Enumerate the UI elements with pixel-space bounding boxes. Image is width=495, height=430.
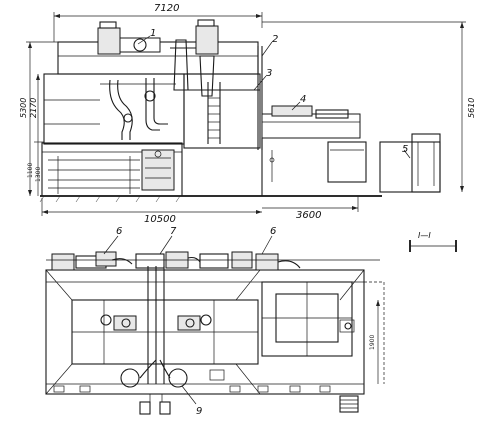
elevation-view xyxy=(26,12,466,216)
section-mark-lines xyxy=(409,240,457,252)
foundation-pit xyxy=(41,142,183,197)
plan-extension xyxy=(364,281,385,384)
plan-view xyxy=(45,235,457,415)
dim-low-height-a: 1100 xyxy=(27,163,34,178)
callout-1: 1 xyxy=(150,28,156,39)
leader-lines-plan xyxy=(103,235,273,405)
plan-bottom-rail xyxy=(53,385,331,393)
callout-5: 5 xyxy=(402,144,408,155)
callout-6-right: 6 xyxy=(270,226,276,237)
dim-overall-length: 10500 xyxy=(144,214,176,225)
callout-3: 3 xyxy=(266,68,272,79)
dim-low-height-b: 1300 xyxy=(35,167,42,182)
plan-stairs xyxy=(339,395,359,413)
callout-6-left: 6 xyxy=(116,226,122,237)
fan-unit xyxy=(97,19,219,97)
dim-top-width: 7120 xyxy=(154,3,179,14)
dimension-lines-elevation xyxy=(26,12,466,216)
dim-side-length: 3600 xyxy=(296,210,321,221)
control-cabinet xyxy=(379,133,441,193)
callout-9: 9 xyxy=(196,406,202,417)
conveyor-table xyxy=(261,105,367,196)
burner-units xyxy=(120,359,225,415)
dim-mid-height: 2170 xyxy=(29,98,38,118)
ground-line xyxy=(39,195,382,203)
leader-lines-elevation xyxy=(137,35,411,159)
dim-plan-side: 1900 xyxy=(369,335,376,350)
callout-4: 4 xyxy=(300,94,306,105)
cooling-chamber xyxy=(261,281,355,357)
motor-row xyxy=(46,251,380,271)
access-ladder xyxy=(207,82,221,144)
callout-7: 7 xyxy=(170,226,177,237)
callout-2: 2 xyxy=(272,34,278,45)
dim-total-height: 5300 xyxy=(19,98,28,118)
ducting xyxy=(100,78,176,140)
dim-right-height: 5610 xyxy=(467,98,476,118)
central-duct xyxy=(71,266,259,384)
furnace-housing xyxy=(43,41,261,149)
section-mark-label: I—I xyxy=(418,231,431,240)
